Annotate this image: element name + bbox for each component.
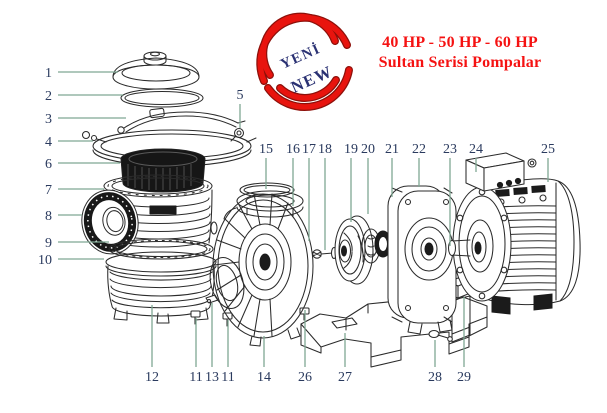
part-label-25: 25 bbox=[541, 142, 555, 157]
product-title: 40 HP - 50 HP - 60 HP Sultan Serisi Pomp… bbox=[356, 33, 564, 73]
part-label-5: 5 bbox=[237, 88, 244, 103]
stamp-arcs bbox=[257, 13, 352, 110]
tank-lower-body-drawing bbox=[107, 265, 215, 324]
part-label-28: 28 bbox=[428, 370, 442, 385]
seal-seat-ring-drawing bbox=[374, 230, 392, 258]
part-label-1: 1 bbox=[45, 66, 52, 81]
part-label-20: 20 bbox=[361, 142, 375, 157]
part-label-8: 8 bbox=[45, 209, 52, 224]
part-label-9: 9 bbox=[45, 236, 52, 251]
clamp-knob-drawing bbox=[230, 127, 245, 142]
part-label-19: 19 bbox=[344, 142, 358, 157]
impeller-drawing bbox=[334, 215, 374, 285]
part-label-7: 7 bbox=[45, 183, 52, 198]
part-label-12: 12 bbox=[145, 370, 159, 385]
title-series-name: Sultan Serisi Pompalar bbox=[378, 54, 542, 71]
part-label-22: 22 bbox=[412, 142, 426, 157]
part-label-4: 4 bbox=[45, 135, 52, 150]
tank-flange-ring-drawing bbox=[105, 238, 217, 277]
title-hp-range: 40 HP - 50 HP - 60 HP bbox=[382, 34, 538, 51]
side-port-flange-drawing bbox=[81, 189, 139, 255]
part-label-11: 11 bbox=[221, 370, 234, 385]
base-bolt-drawing bbox=[299, 307, 453, 342]
part-label-15: 15 bbox=[259, 142, 273, 157]
part-label-14: 14 bbox=[257, 370, 271, 385]
part-label-18: 18 bbox=[318, 142, 332, 157]
part-label-2: 2 bbox=[45, 89, 52, 104]
lid-oring-drawing bbox=[120, 88, 204, 108]
part-label-29: 29 bbox=[457, 370, 471, 385]
motor-drawing bbox=[447, 152, 581, 315]
seal-plate-drawing bbox=[387, 185, 457, 335]
tank-lid-drawing bbox=[112, 51, 200, 90]
part-label-26: 26 bbox=[298, 370, 312, 385]
part-label-21: 21 bbox=[385, 142, 399, 157]
part-label-23: 23 bbox=[443, 142, 457, 157]
part-label-13: 13 bbox=[205, 370, 219, 385]
part-label-10: 10 bbox=[38, 253, 52, 268]
part-label-6: 6 bbox=[45, 157, 52, 172]
part-label-3: 3 bbox=[45, 112, 52, 127]
volute-casing-drawing bbox=[209, 182, 314, 347]
part-label-17: 17 bbox=[302, 142, 316, 157]
part-label-27: 27 bbox=[338, 370, 352, 385]
strainer-basket-drawing bbox=[120, 148, 206, 193]
clamp-handle-drawing bbox=[117, 107, 246, 134]
part-label-24: 24 bbox=[469, 142, 483, 157]
yeni-new-stamp: YENİ NEW bbox=[256, 12, 353, 111]
part-label-16: 16 bbox=[286, 142, 300, 157]
part-label-11: 11 bbox=[189, 370, 202, 385]
